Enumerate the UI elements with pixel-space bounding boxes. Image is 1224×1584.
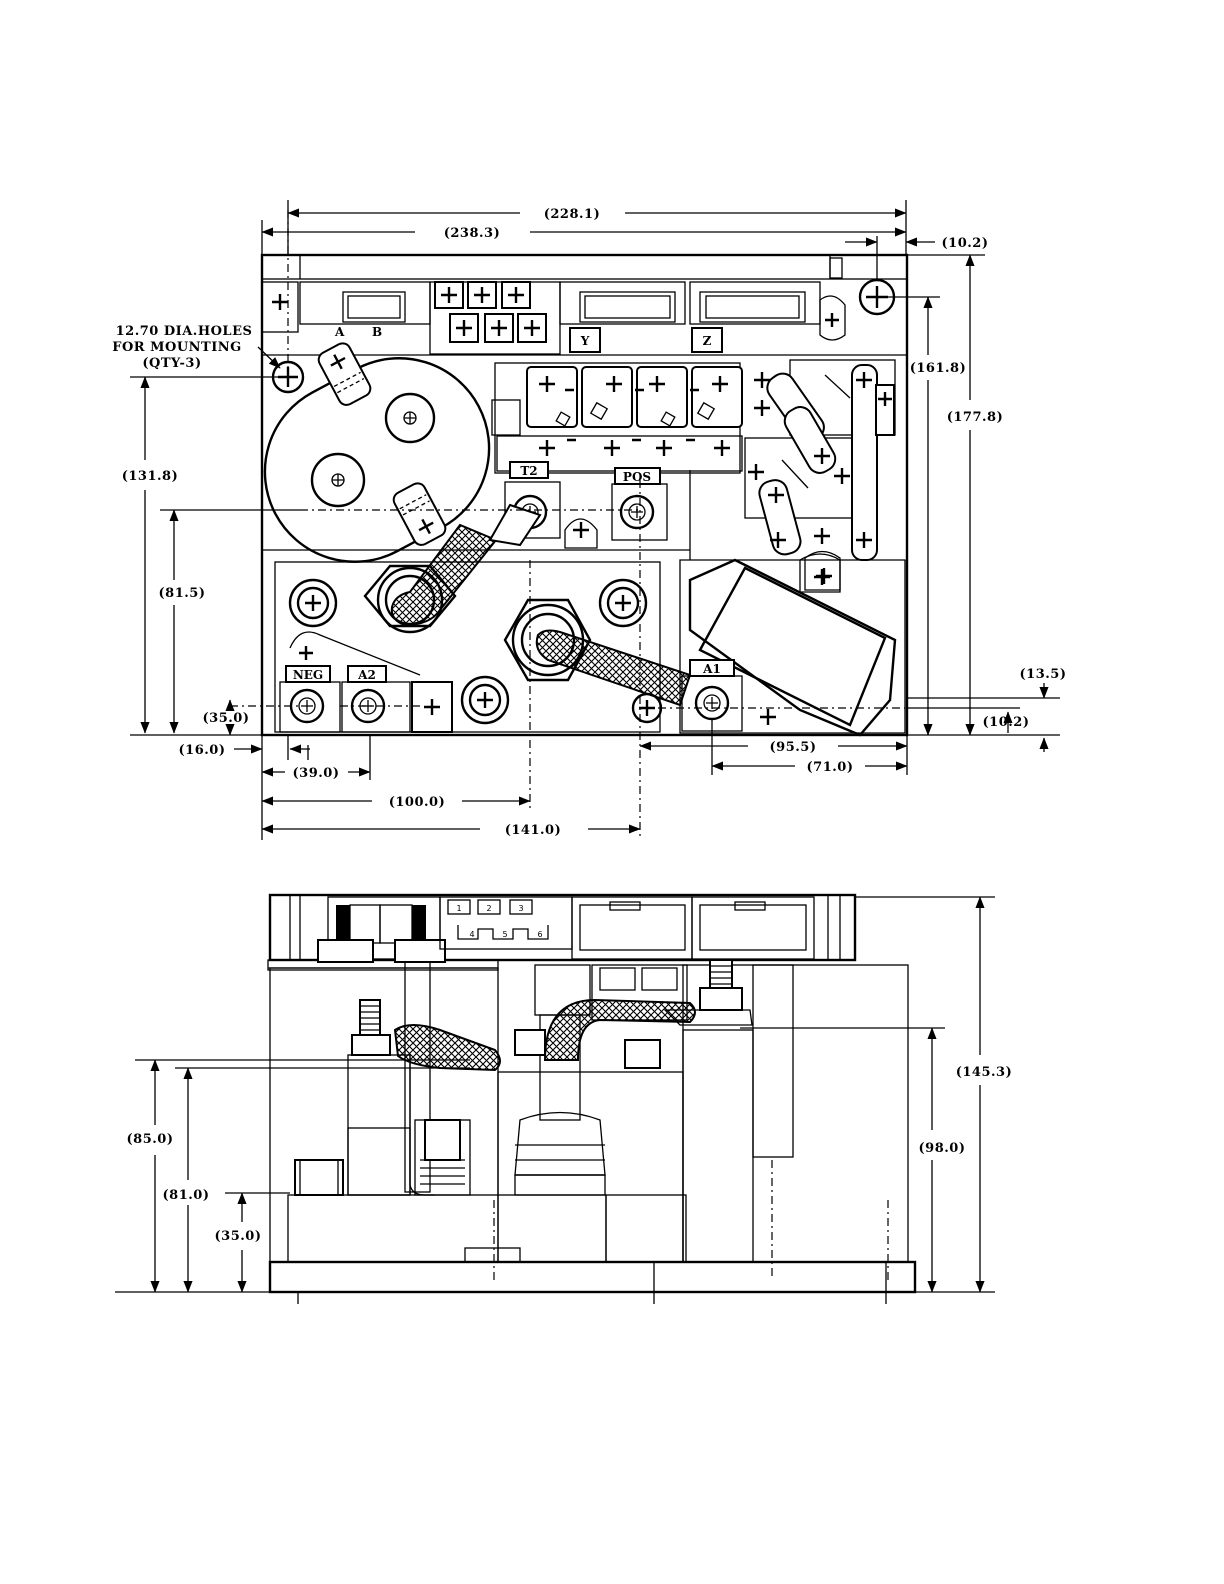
terminal-block-group <box>435 282 546 342</box>
svg-text:(35.0): (35.0) <box>215 1229 262 1244</box>
terminal-pos-label: POS <box>623 470 651 484</box>
dim-100-0: (100.0) <box>262 795 530 810</box>
svg-text:(131.8): (131.8) <box>122 469 179 484</box>
dim-35-0-side: (35.0) <box>215 1193 290 1292</box>
svg-text:FOR MOUNTING: FOR MOUNTING <box>112 340 242 355</box>
dim-35-0-top: (35.0) <box>203 700 250 735</box>
dim-13-5: (13.5) <box>907 667 1066 698</box>
terminal-a2-label: A2 <box>357 668 376 682</box>
svg-text:(141.0): (141.0) <box>505 823 562 838</box>
diode-plate <box>690 560 895 735</box>
svg-text:(QTY-3): (QTY-3) <box>142 356 201 371</box>
svg-text:(16.0): (16.0) <box>179 743 226 758</box>
svg-text:(39.0): (39.0) <box>293 766 340 781</box>
dim-10-2-bottom: (10.2) <box>907 708 1060 752</box>
svg-text:(81.5): (81.5) <box>159 586 206 601</box>
svg-text:2: 2 <box>486 904 491 913</box>
svg-text:(98.0): (98.0) <box>919 1141 966 1156</box>
terminal-a-label: A <box>334 325 345 339</box>
svg-text:(100.0): (100.0) <box>389 795 446 810</box>
terminal-a1-label: A1 <box>702 662 721 676</box>
svg-text:(161.8): (161.8) <box>910 361 967 376</box>
center-stud <box>515 1113 605 1176</box>
svg-text:(238.3): (238.3) <box>444 226 501 241</box>
dim-71-0: (71.0) <box>712 760 907 775</box>
base-plate <box>270 1262 915 1292</box>
side-braided-strap <box>545 1000 695 1060</box>
dim-228-1: (228.1) <box>288 200 906 255</box>
svg-text:12.70 DIA.HOLES: 12.70 DIA.HOLES <box>116 324 253 339</box>
side-view: 1 2 3 4 5 6 <box>115 895 1012 1304</box>
dim-10-2-top: (10.2) <box>845 236 988 280</box>
dim-145-3: (145.3) <box>855 897 1012 1292</box>
terminal-z-label: Z <box>703 334 712 348</box>
svg-text:(177.8): (177.8) <box>947 410 1004 425</box>
svg-text:1: 1 <box>456 904 461 913</box>
side-braided-strap <box>395 1025 500 1070</box>
braided-strap <box>537 631 690 705</box>
dim-16-0: (16.0) <box>179 735 310 760</box>
svg-text:(10.2): (10.2) <box>983 715 1030 730</box>
terminal-b-label: B <box>372 325 382 339</box>
svg-text:(85.0): (85.0) <box>127 1132 174 1147</box>
top-strip <box>262 255 907 279</box>
svg-text:(35.0): (35.0) <box>203 711 250 726</box>
svg-text:(81.0): (81.0) <box>163 1188 210 1203</box>
svg-text:5: 5 <box>502 930 507 939</box>
svg-text:(13.5): (13.5) <box>1020 667 1067 682</box>
dim-39-0: (39.0) <box>262 735 370 840</box>
terminal-t2-label: T2 <box>520 464 537 478</box>
dim-177-8: (177.8) <box>907 255 1003 735</box>
power-module <box>492 363 742 473</box>
dim-238-3: (238.3) <box>262 220 906 255</box>
svg-text:(145.3): (145.3) <box>956 1065 1013 1080</box>
dim-81-5: (81.5) <box>159 510 300 733</box>
top-view: Y Z A B <box>112 200 1066 840</box>
hex-nut <box>295 1160 343 1195</box>
module-cell <box>527 367 742 427</box>
svg-text:(10.2): (10.2) <box>942 236 989 251</box>
svg-text:(71.0): (71.0) <box>807 760 854 775</box>
pin-connector: 1 2 3 4 5 6 <box>448 900 548 939</box>
svg-text:6: 6 <box>537 930 542 939</box>
svg-text:4: 4 <box>469 930 474 939</box>
dim-141-0: (141.0) <box>262 823 640 838</box>
dim-98-0: (98.0) <box>740 1028 965 1292</box>
svg-text:(95.5): (95.5) <box>770 740 817 755</box>
terminal-y-label: Y <box>580 334 590 348</box>
svg-text:3: 3 <box>518 904 523 913</box>
mounting-note: 12.70 DIA.HOLES FOR MOUNTING (QTY-3) <box>112 324 280 371</box>
svg-text:(228.1): (228.1) <box>544 207 601 222</box>
fuse-assembly <box>745 360 895 590</box>
heatsink-block <box>288 1195 606 1262</box>
terminal-neg-label: NEG <box>293 668 323 682</box>
